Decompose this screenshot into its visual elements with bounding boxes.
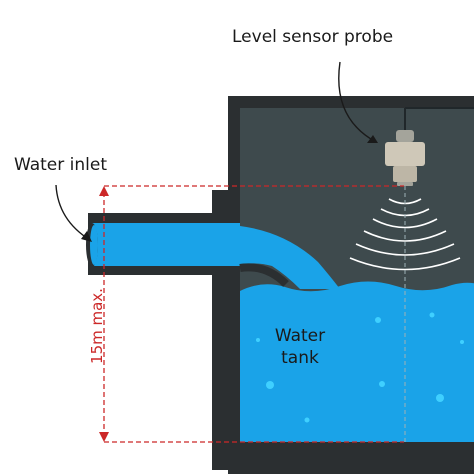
inlet-pipe-water xyxy=(88,223,240,266)
inlet-label: Water inlet xyxy=(14,155,108,175)
inflow-stream xyxy=(240,226,340,289)
tank-label: Water tank xyxy=(274,326,326,368)
water-bubbles xyxy=(256,312,464,423)
inlet-arrow xyxy=(55,184,92,242)
inflow-stream-edge xyxy=(239,263,289,287)
inlet-opening-water xyxy=(90,225,98,265)
max-height-label: 15m max. xyxy=(88,288,106,364)
max-height-dimension xyxy=(99,185,404,443)
probe-label: Level sensor probe xyxy=(232,27,394,47)
probe-arrow xyxy=(338,61,378,143)
ultrasonic-level-sensor-icon xyxy=(385,130,425,186)
tank-water xyxy=(240,281,474,442)
